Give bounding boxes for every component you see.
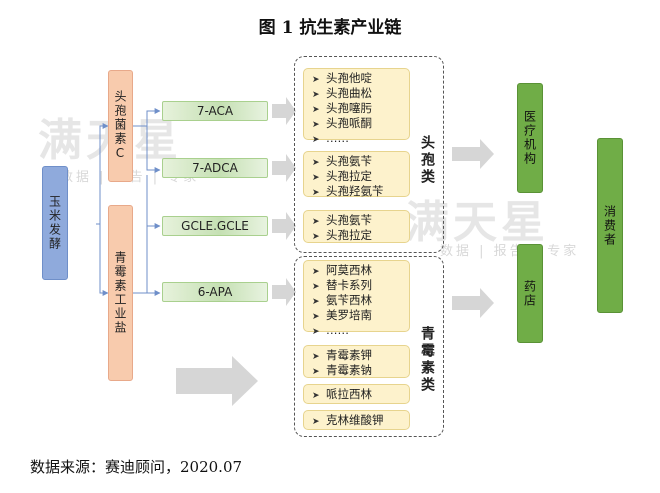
bullet-arrow-icon: ➤: [312, 282, 320, 292]
list-item: ➤青霉素钠: [312, 363, 409, 378]
list-item: ➤替卡系列: [312, 278, 409, 293]
mid-product-7adca: 7-ADCA: [162, 158, 268, 178]
list-item: ➤……: [312, 131, 409, 146]
bullet-arrow-icon: ➤: [312, 367, 320, 377]
list-item: ➤头孢哌酮: [312, 116, 409, 131]
mid-product-gcle: GCLE.GCLE: [162, 216, 268, 236]
bullet-arrow-icon: ➤: [312, 391, 320, 401]
bullet-arrow-icon: ➤: [312, 158, 320, 168]
watermark-right: 满天星: [405, 186, 549, 250]
ceph-card-1: ➤头孢他啶 ➤头孢曲松 ➤头孢噻肟 ➤头孢哌酮 ➤……: [303, 68, 410, 145]
cephalosporin-c-label: 头孢菌素C: [113, 90, 127, 162]
bullet-arrow-icon: ➤: [312, 352, 320, 362]
gray-arrow-to-pharmacy: [452, 288, 494, 318]
bullet-arrow-icon: ➤: [312, 297, 320, 307]
list-item: ➤头孢噻肟: [312, 101, 409, 116]
bullet-arrow-icon: ➤: [312, 105, 320, 115]
bullet-arrow-icon: ➤: [312, 232, 320, 242]
penicillin-salt-box: 青霉素工业盐: [108, 205, 133, 381]
list-item: ➤克林维酸钾: [312, 413, 409, 428]
penicillin-group-label: 青霉素类: [419, 326, 435, 394]
gray-arrow-4: [272, 278, 296, 306]
hospital-label: 医疗机构: [522, 110, 537, 166]
consumer-label: 消费者: [602, 204, 617, 247]
gray-arrow-2: [272, 154, 296, 182]
ceph-card-2: ➤头孢氨苄 ➤头孢拉定 ➤头孢羟氨苄: [303, 151, 410, 199]
cephalosporin-group: [294, 56, 444, 253]
bullet-arrow-icon: ➤: [312, 267, 320, 277]
pen-card-1: ➤阿莫西林 ➤替卡系列 ➤氨苄西林 ➤美罗培南 ➤……: [303, 260, 410, 337]
penicillin-salt-label: 青霉素工业盐: [113, 251, 127, 335]
bullet-arrow-icon: ➤: [312, 173, 320, 183]
cephalosporin-group-label: 头孢类: [419, 135, 435, 186]
list-item: ➤头孢拉定: [312, 169, 409, 184]
raw-material-box: 玉米发酵: [42, 166, 68, 280]
list-item: ➤头孢氨苄: [312, 213, 409, 228]
list-item: ➤头孢羟氨苄: [312, 184, 409, 199]
gray-arrow-to-hospital: [452, 139, 494, 169]
connector-raw-to-pen: [99, 224, 109, 296]
watermark-right-text: 满天星: [405, 197, 549, 248]
bullet-arrow-icon: ➤: [312, 135, 320, 145]
mid-product-6apa: 6-APA: [162, 282, 268, 302]
gray-arrow-3: [272, 212, 296, 240]
list-item: ➤头孢拉定: [312, 228, 409, 243]
cephalosporin-c-box: 头孢菌素C: [108, 70, 133, 182]
connector-ceph-to-7adca: [146, 126, 161, 173]
list-item: ➤……: [312, 323, 409, 338]
bullet-arrow-icon: ➤: [312, 75, 320, 85]
consumer-box: 消费者: [597, 138, 623, 313]
pen-card-3: ➤哌拉西林: [303, 384, 410, 404]
list-item: ➤阿莫西林: [312, 263, 409, 278]
gray-arrows-downstream: [452, 139, 494, 318]
bullet-arrow-icon: ➤: [312, 417, 320, 427]
list-item: ➤美罗培南: [312, 308, 409, 323]
source-note: 数据来源：赛迪顾问，2020.07: [30, 458, 243, 476]
bullet-arrow-icon: ➤: [312, 120, 320, 130]
list-item: ➤头孢氨苄: [312, 154, 409, 169]
pharmacy-label: 药店: [522, 279, 537, 308]
pen-card-2: ➤青霉素钾 ➤青霉素钠: [303, 345, 410, 378]
hospital-box: 医疗机构: [517, 83, 543, 193]
gray-arrow-1: [272, 97, 296, 125]
list-item: ➤氨苄西林: [312, 293, 409, 308]
connector-pen-to-gcle: [133, 223, 161, 294]
list-item: ➤哌拉西林: [312, 387, 409, 402]
pharmacy-box: 药店: [517, 244, 543, 343]
list-item: ➤头孢他啶: [312, 71, 409, 86]
list-item: ➤青霉素钾: [312, 348, 409, 363]
bullet-arrow-icon: ➤: [312, 90, 320, 100]
list-item: ➤头孢曲松: [312, 86, 409, 101]
mid-product-7aca: 7-ACA: [162, 101, 268, 121]
bullet-arrow-icon: ➤: [312, 327, 320, 337]
pen-card-4: ➤克林维酸钾: [303, 410, 410, 430]
connector-ceph-to-7aca: [133, 108, 161, 127]
bullet-arrow-icon: ➤: [312, 188, 320, 198]
penicillin-group: [294, 256, 444, 437]
connector-raw-to-ceph: [96, 123, 109, 225]
raw-material-label: 玉米发酵: [47, 195, 62, 251]
bullet-arrow-icon: ➤: [312, 217, 320, 227]
bullet-arrow-icon: ➤: [312, 312, 320, 322]
diagram-title: 图 1 抗生素产业链: [258, 18, 402, 38]
gray-arrow-large: [176, 356, 258, 406]
ceph-card-3: ➤头孢氨苄 ➤头孢拉定: [303, 210, 410, 243]
gray-arrows: [176, 97, 296, 406]
